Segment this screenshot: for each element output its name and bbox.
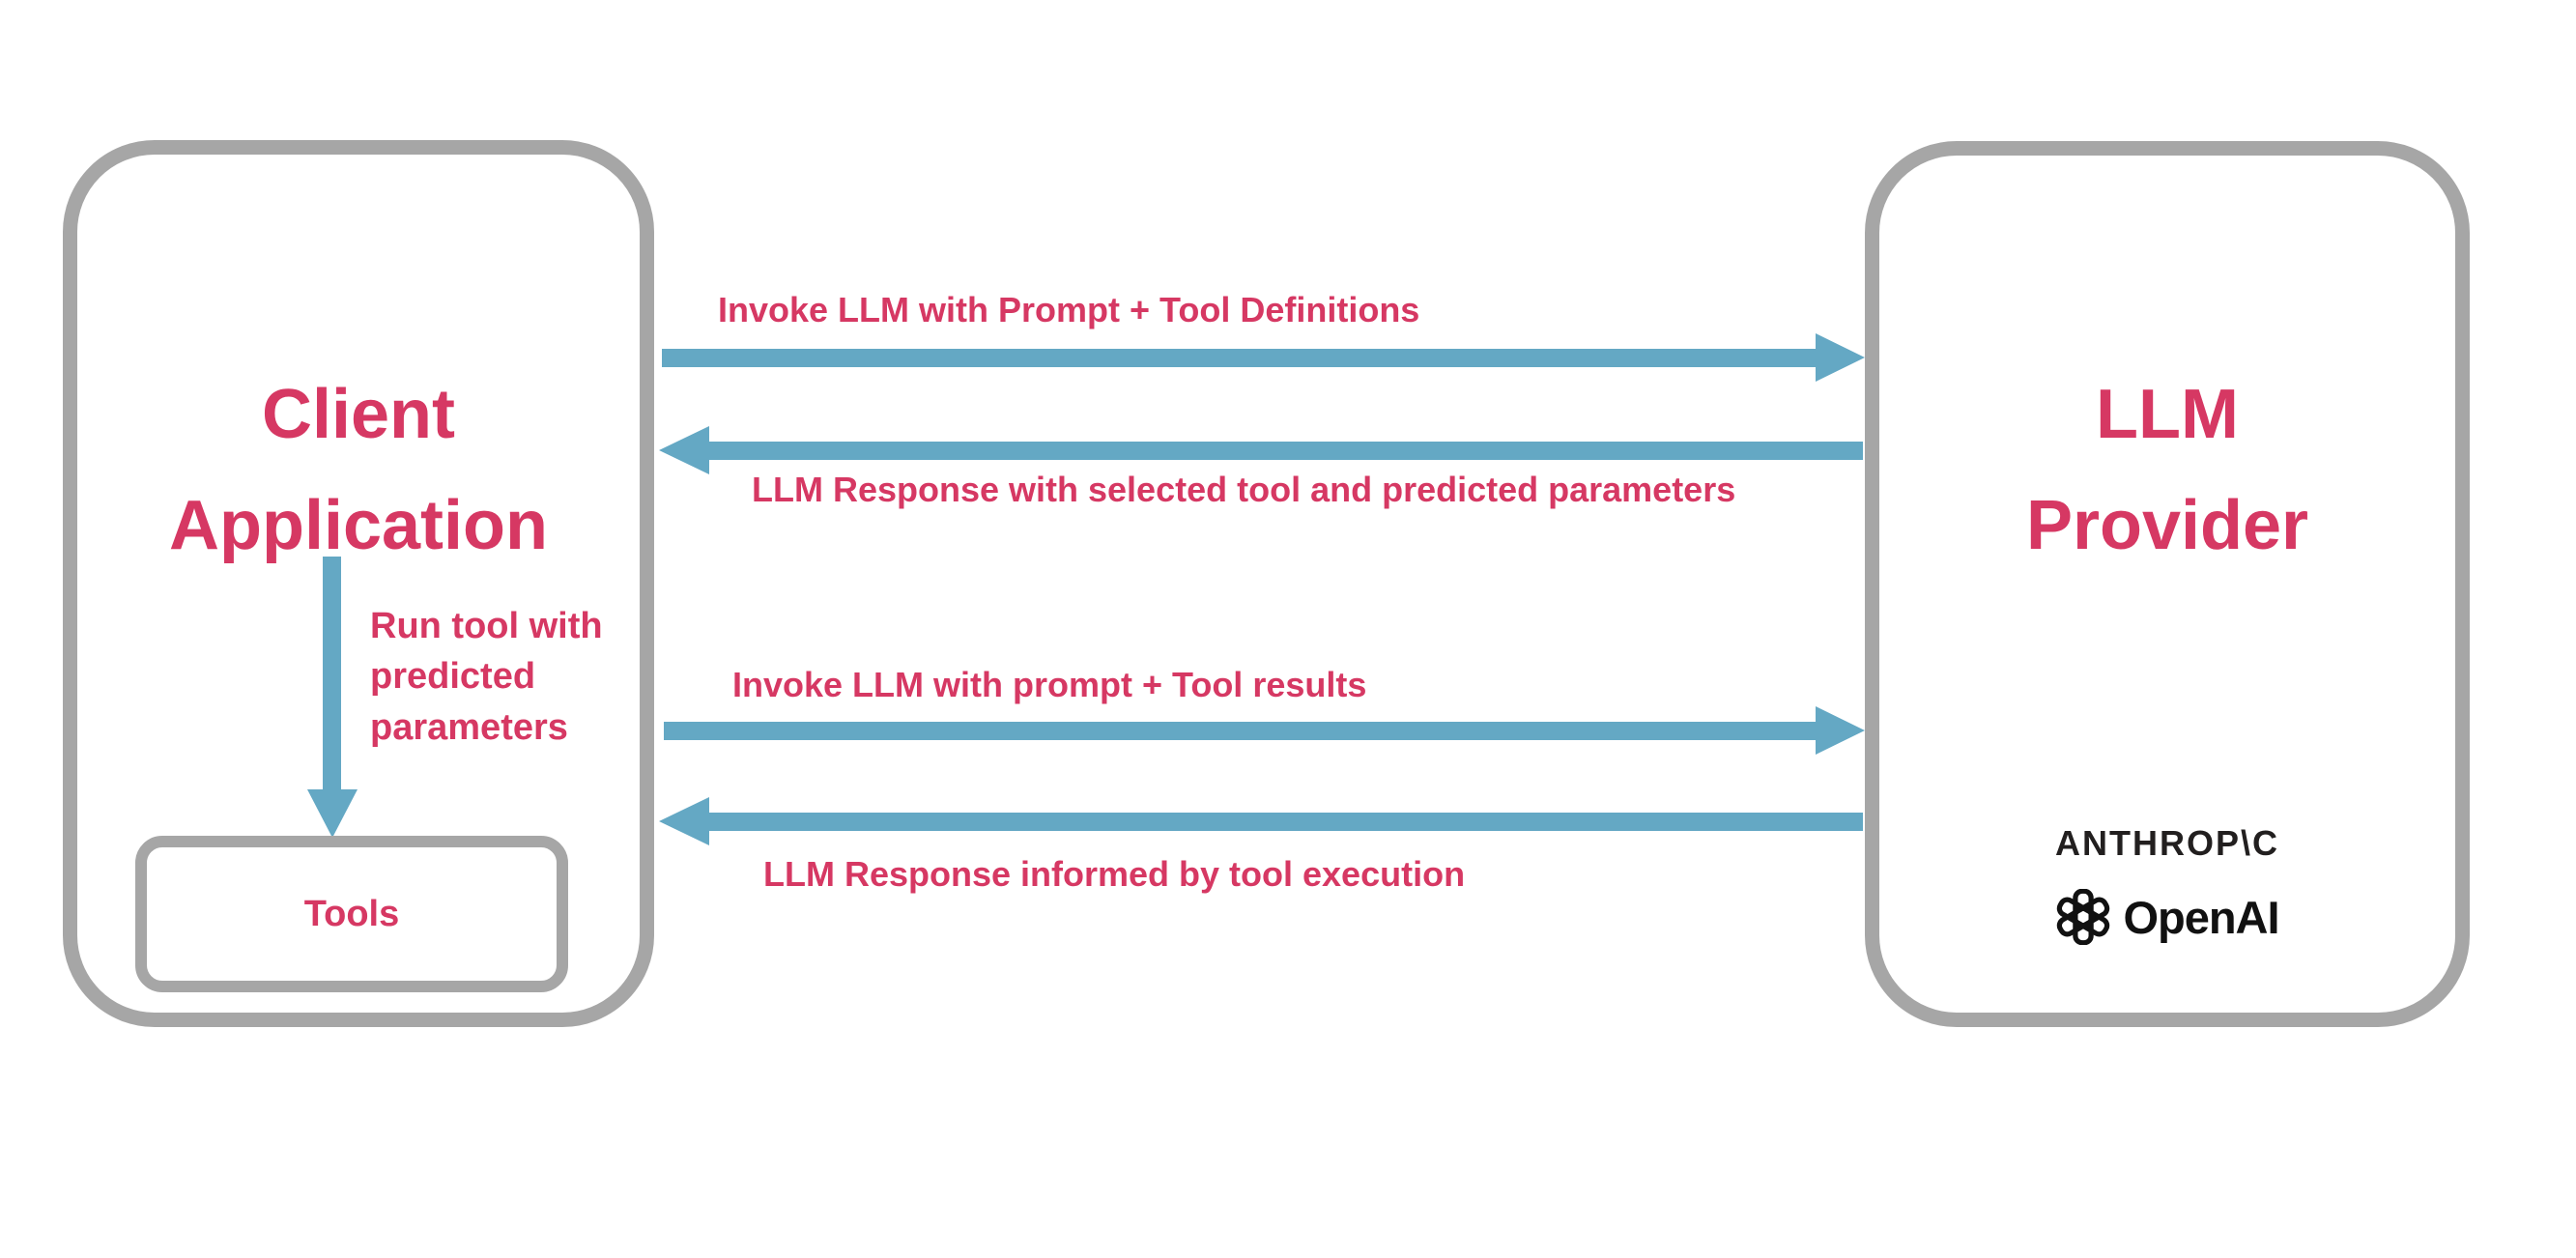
run-tool-arrow-shaft [323,557,341,791]
message-arrow-1-head [1816,333,1865,382]
run-tool-note: Run tool with predicted parameters [370,606,603,748]
llm-provider-box [1865,141,2470,1027]
message-arrow-3-head [1816,706,1865,755]
tools-label: Tools [303,893,400,934]
message-arrow-4-head [659,797,709,845]
message-arrow-3-shaft [664,722,1816,740]
message-label-invoke-definitions: Invoke LLM with Prompt + Tool Definition… [718,290,1420,329]
llm-provider-title: LLM Provider [2025,376,2309,565]
message-arrow-2-head [659,426,709,474]
tools-box: Tools [135,836,568,992]
openai-icon [2055,889,2111,945]
message-label-response-tool-execution: LLM Response informed by tool execution [763,854,1466,894]
client-application-title: Client Application [169,376,548,565]
message-arrow-2-shaft [705,442,1863,460]
message-label-response-selected-tool: LLM Response with selected tool and pred… [752,470,1736,509]
openai-logo-text: OpenAI [2123,891,2279,943]
message-arrow-1-shaft [662,349,1816,367]
provider-logos: ANTHROP\C OpenAI [1865,823,2470,945]
run-tool-arrow-head [307,789,358,838]
message-arrow-4-shaft [705,813,1863,831]
anthropic-logo: ANTHROP\C [2055,823,2279,863]
message-label-invoke-results: Invoke LLM with prompt + Tool results [732,665,1367,704]
openai-logo: OpenAI [2055,889,2280,945]
